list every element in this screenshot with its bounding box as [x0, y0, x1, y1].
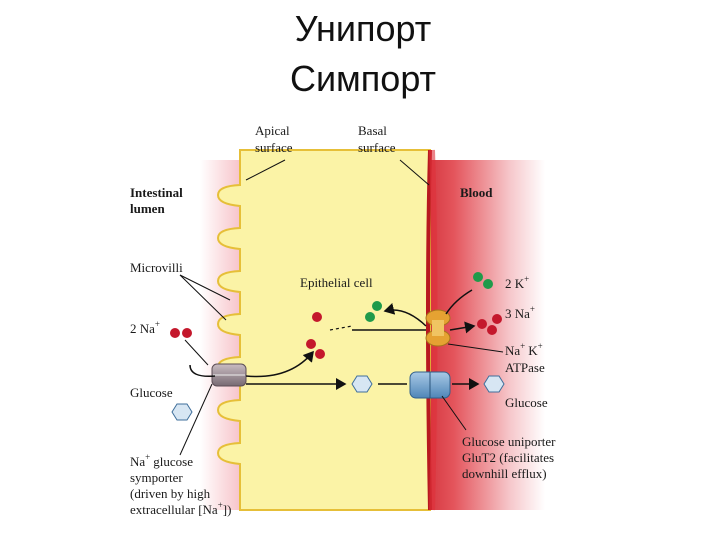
apical-surface-label-2: surface [255, 140, 293, 155]
na-ions-cell [306, 312, 325, 359]
na-lumen-label: 2 Na+ [130, 319, 160, 336]
slide-title-symport: Симпорт [289, 58, 437, 99]
epithelial-cell-label: Epithelial cell [300, 275, 373, 290]
symporter-label-4: extracellular [Na+]) [130, 500, 231, 517]
na-k-atpase [425, 309, 451, 347]
uniporter-label-1: Glucose uniporter [462, 434, 556, 449]
na-blood-label: 3 Na+ [505, 304, 535, 321]
glucose-blood-label: Glucose [505, 395, 548, 410]
glucose-molecule-blood [483, 375, 505, 393]
glucose-lumen-label: Glucose [130, 385, 173, 400]
intestinal-lumen-label-1: Intestinal [130, 185, 183, 200]
apical-surface-label-1: Apical [255, 123, 290, 138]
glucose-molecule-lumen [171, 403, 193, 421]
blood-label: Blood [460, 185, 493, 200]
k-label: 2 K+ [505, 274, 529, 291]
na-ions-blood [477, 314, 502, 335]
basal-surface-label-1: Basal [358, 123, 387, 138]
uniporter-label-3: downhill efflux) [462, 466, 547, 481]
glucose-molecule-cell [351, 375, 373, 393]
na-ions-lumen [170, 328, 192, 338]
atpase-label-1: Na+K+ [505, 341, 543, 358]
slide-title-uniport: Унипорт [294, 8, 432, 49]
k-ions-blood [473, 272, 493, 289]
epithelial-cell-body [216, 149, 431, 511]
intestinal-lumen-label-2: lumen [130, 201, 165, 216]
basal-surface-label-2: surface [358, 140, 396, 155]
atpase-label-2: ATPase [505, 360, 545, 375]
uniporter-label-2: GluT2 (facilitates [462, 450, 554, 465]
microvilli-label: Microvilli [130, 260, 183, 275]
basal-membrane [426, 149, 432, 511]
symporter-label-1: Na+glucose [130, 452, 193, 469]
symporter-label-2: symporter [130, 470, 183, 485]
k-ions-cell [365, 301, 382, 322]
symporter-label-3: (driven by high [130, 486, 211, 501]
